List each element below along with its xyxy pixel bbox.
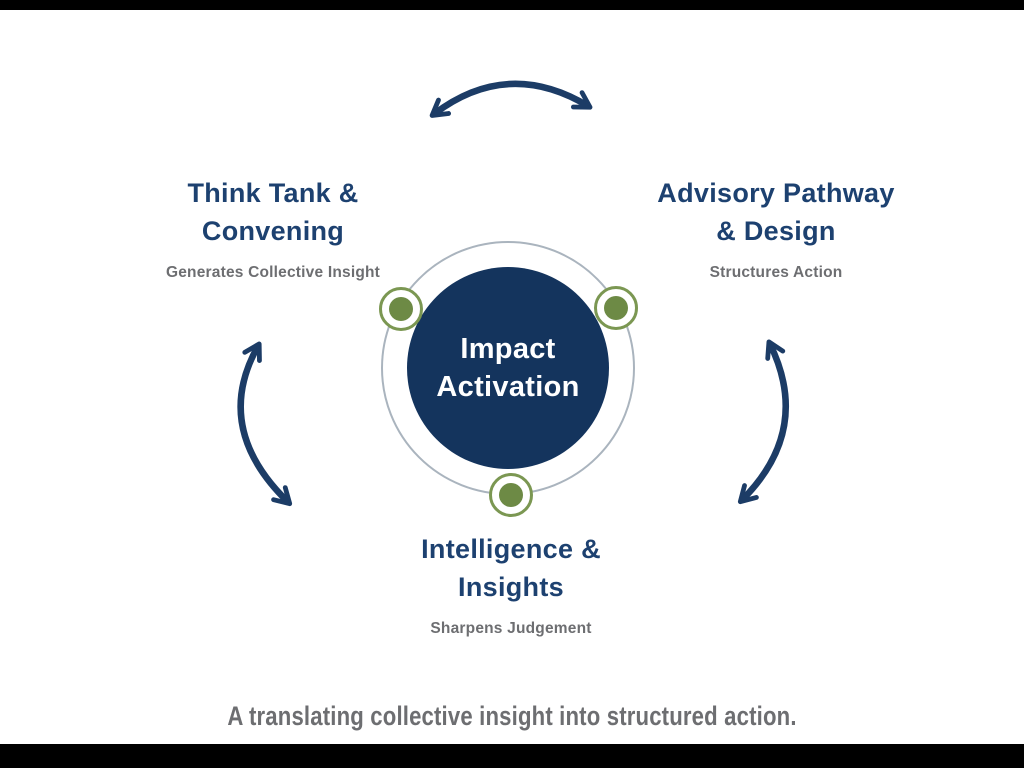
connector-dot-advisory — [594, 286, 638, 330]
node-title: Advisory Pathway & Design — [657, 178, 895, 247]
connector-dot-inner — [499, 483, 523, 507]
node-title: Intelligence & Insights — [421, 534, 601, 603]
impact-activation-node: Impact Activation — [407, 267, 609, 469]
connector-dot-intelligence — [489, 473, 533, 517]
bottom-black-bar — [0, 744, 1024, 768]
node-think-tank: Think Tank & Convening Generates Collect… — [93, 174, 453, 282]
connector-dot-inner — [604, 296, 628, 320]
node-advisory-pathway: Advisory Pathway & Design Structures Act… — [596, 174, 956, 282]
right-arrow — [737, 339, 789, 505]
center-label: Impact Activation — [436, 332, 580, 403]
top-arrow — [429, 80, 593, 118]
connector-dot-think-tank — [379, 287, 423, 331]
node-intelligence-insights: Intelligence & Insights Sharpens Judgeme… — [331, 530, 691, 638]
top-black-bar — [0, 0, 1024, 10]
connector-dot-inner — [389, 297, 413, 321]
node-subtitle: Structures Action — [709, 263, 843, 281]
node-subtitle: Generates Collective Insight — [165, 263, 381, 281]
caption: A translating collective insight into st… — [227, 701, 797, 731]
node-title: Think Tank & Convening — [187, 178, 359, 247]
left-arrow — [237, 341, 293, 507]
node-subtitle: Sharpens Judgement — [430, 619, 592, 637]
